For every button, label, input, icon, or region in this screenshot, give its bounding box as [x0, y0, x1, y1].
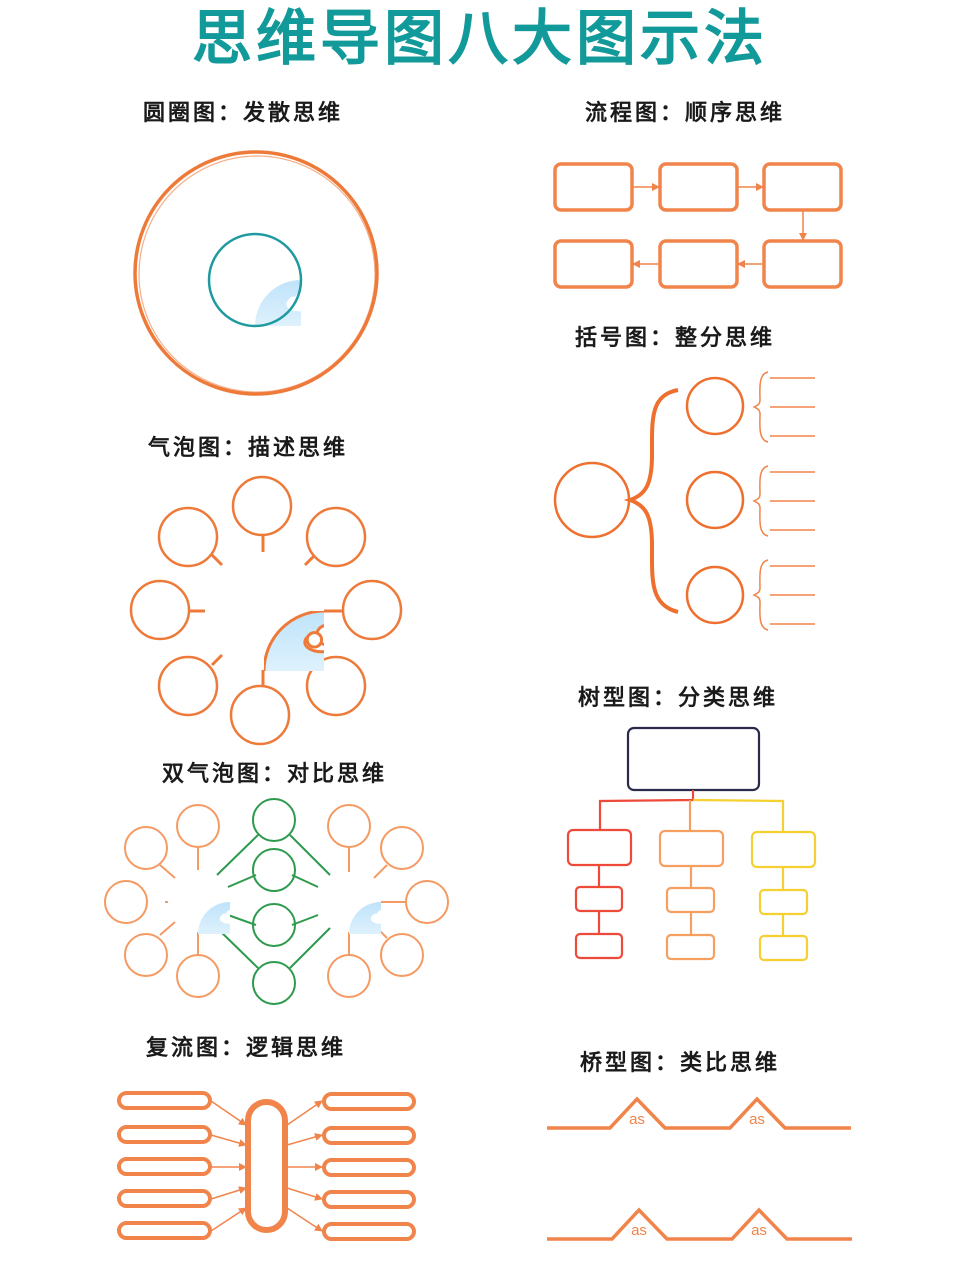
double-bubble-map — [104, 798, 449, 1005]
bridge-relating-factor-1: as — [629, 1111, 645, 1128]
tree-map-label: 树型图：分类思维 — [578, 686, 779, 711]
tree-map — [566, 726, 817, 962]
brace-map — [553, 371, 815, 631]
landscape-image-right — [349, 902, 413, 972]
double-bubble-map-label: 双气泡图：对比思维 — [162, 762, 388, 787]
flow-map — [553, 162, 843, 289]
bubble-map-label: 气泡图：描述思维 — [148, 436, 349, 461]
circle-map — [133, 150, 379, 396]
landscape-image — [264, 611, 384, 743]
bridge-relating-factor-4: as — [751, 1222, 767, 1239]
multi-flow-map-label: 复流图：逻辑思维 — [146, 1036, 347, 1061]
multi-flow-map — [117, 1091, 416, 1241]
flow-map-label: 流程图：顺序思维 — [585, 101, 786, 126]
bridge-relating-factor-2: as — [749, 1111, 765, 1128]
circle-map-label: 圆圈图：发散思维 — [143, 101, 344, 126]
bridge-relating-factor-3: as — [631, 1222, 647, 1239]
bridge-map-label: 桥型图：类比思维 — [580, 1051, 781, 1076]
brace-map-label: 括号图：整分思维 — [575, 326, 776, 351]
bridge-map — [547, 1096, 852, 1241]
bubble-map — [129, 475, 403, 746]
page-title: 思维导图八大图示法 — [192, 4, 768, 74]
